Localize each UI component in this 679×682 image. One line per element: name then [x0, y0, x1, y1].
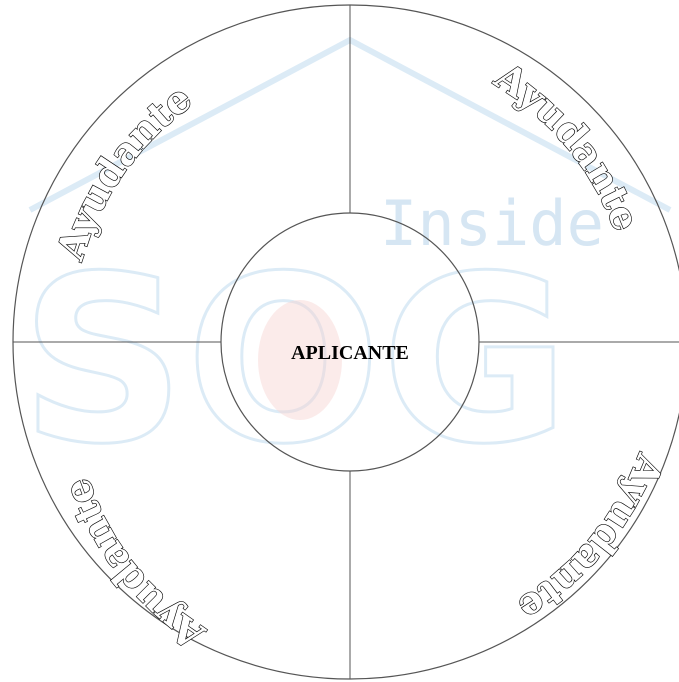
helper-label-bottom-left: Ayudante [54, 473, 213, 660]
center-label: APLICANTE [291, 342, 409, 364]
helper-label-bottom-left-text: Ayudante [53, 472, 214, 660]
wheel [12, 4, 679, 680]
watermark: SOG Inside [19, 36, 672, 497]
watermark-logo: SOG [20, 228, 570, 495]
watermark-text: Inside [380, 187, 604, 260]
inner-circle [220, 212, 480, 472]
watermark-accent [258, 300, 342, 420]
